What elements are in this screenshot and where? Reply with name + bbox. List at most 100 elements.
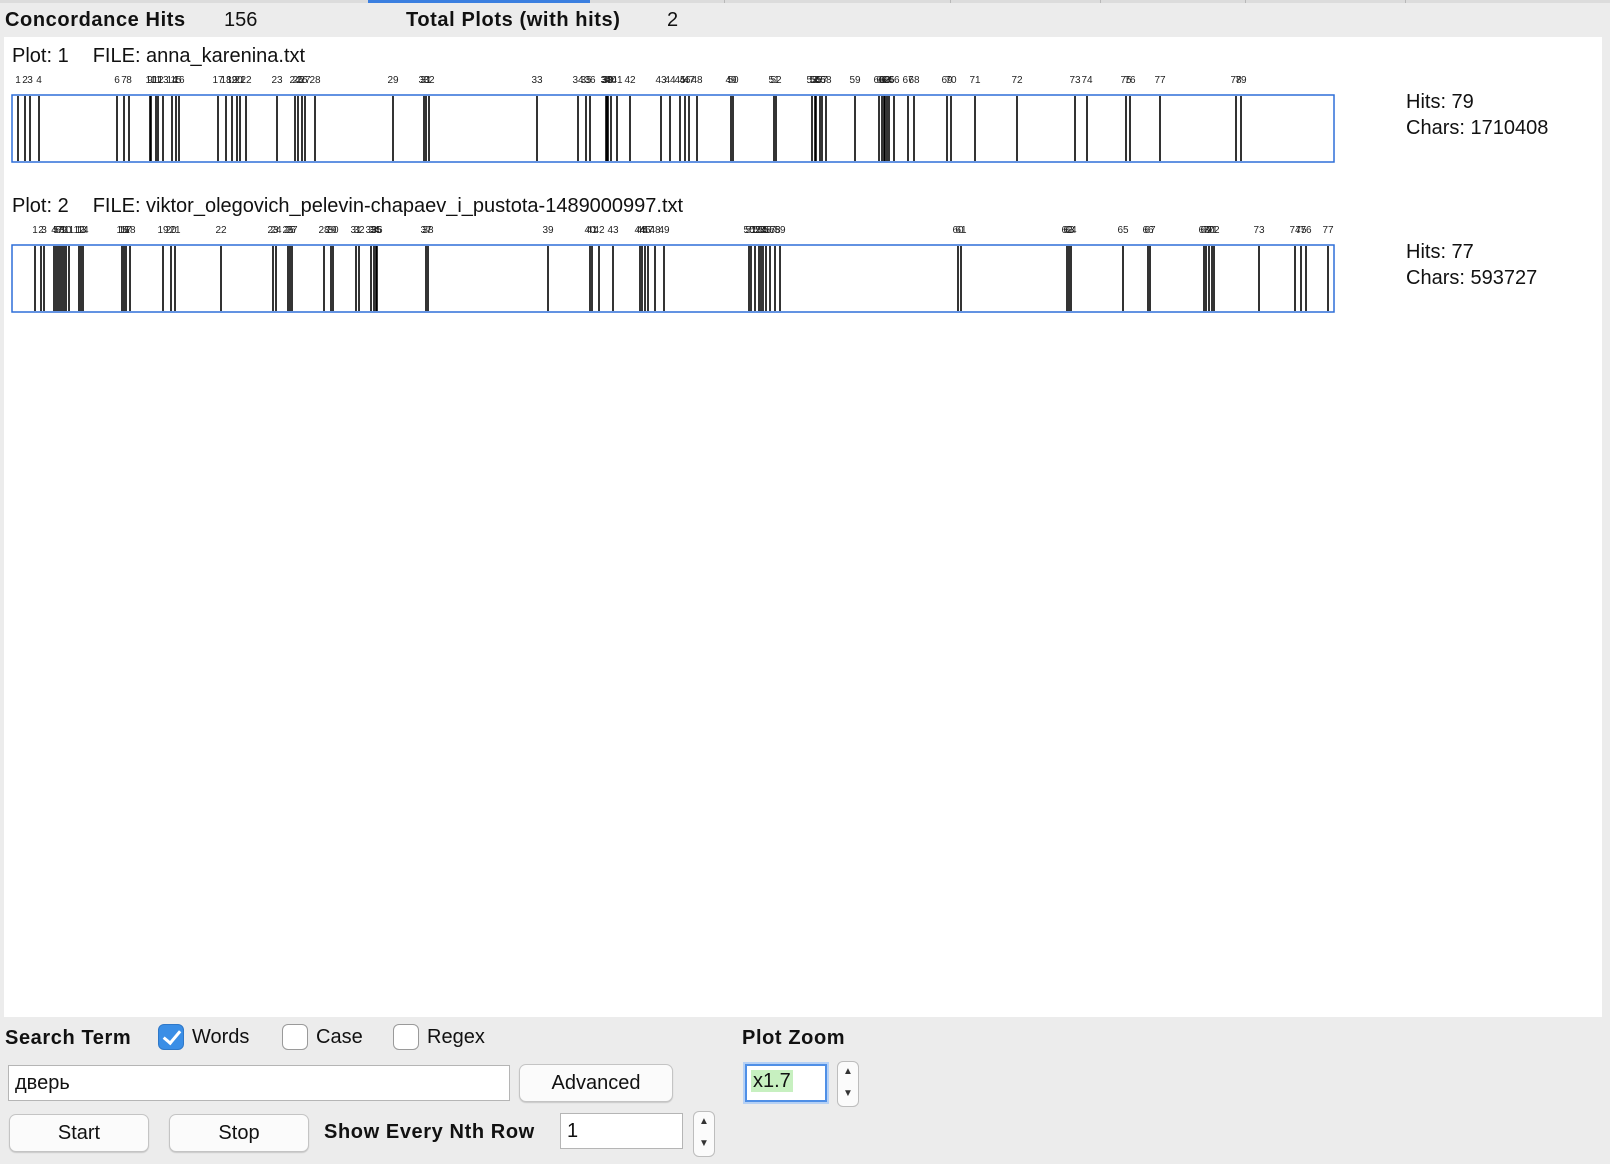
- hit-index-label: 45: [674, 75, 686, 86]
- hit-index-label: 6: [55, 225, 61, 236]
- hit-index-label: 76: [1300, 225, 1312, 236]
- hit-index-label: 62: [1061, 225, 1073, 236]
- hit-index-label: 20: [165, 225, 177, 236]
- hit-index-label: 17: [212, 75, 224, 86]
- hit-index-label: 68: [908, 75, 920, 86]
- hit-index-label: 15: [170, 75, 182, 86]
- nth-row-stepper[interactable]: ▲ ▼: [693, 1111, 715, 1157]
- hit-index-label: 55: [757, 225, 769, 236]
- plot-2-chars: Chars: 593727: [1406, 267, 1538, 289]
- hit-index-label: 73: [1069, 75, 1081, 86]
- plot-2-hits: Hits: 77: [1406, 241, 1474, 263]
- hit-index-label: 73: [1253, 225, 1265, 236]
- hit-index-label: 32: [423, 75, 435, 86]
- hit-index-label: 63: [1063, 225, 1075, 236]
- hit-index-label: 52: [749, 225, 761, 236]
- hit-index-label: 13: [157, 75, 169, 86]
- plot-1-chars: Chars: 1710408: [1406, 117, 1549, 139]
- tab-divider: [950, 0, 951, 3]
- hit-index-label: 27: [299, 75, 311, 86]
- hit-index-label: 78: [1230, 75, 1242, 86]
- hit-index-label: 37: [600, 75, 612, 86]
- hit-index-label: 57: [764, 225, 776, 236]
- search-input[interactable]: дверь: [8, 1065, 510, 1101]
- words-checkbox[interactable]: Words: [158, 1024, 249, 1050]
- hit-index-label: 40: [605, 75, 617, 86]
- start-button[interactable]: Start: [9, 1114, 149, 1152]
- hit-index-label: 40: [584, 225, 596, 236]
- hit-index-label: 27: [286, 225, 298, 236]
- case-check-icon[interactable]: [282, 1024, 308, 1050]
- hit-index-label: 12: [152, 75, 164, 86]
- plot-2-file: FILE: viktor_olegovich_pelevin-chapaev_i…: [92, 195, 684, 217]
- hit-index-label: 2: [22, 75, 28, 86]
- nth-row-label: Show Every Nth Row: [324, 1121, 535, 1143]
- tab-divider: [1245, 0, 1246, 3]
- stop-button[interactable]: Stop: [169, 1114, 309, 1152]
- hit-index-label: 23: [267, 225, 279, 236]
- hit-index-label: 60: [952, 225, 964, 236]
- hit-index-label: 2: [38, 225, 44, 236]
- hit-index-label: 53: [806, 75, 818, 86]
- regex-check-icon[interactable]: [393, 1024, 419, 1050]
- tab-divider: [724, 0, 725, 3]
- hit-index-label: 61: [876, 75, 888, 86]
- hit-index-label: 50: [727, 75, 739, 86]
- hit-index-label: 13: [75, 225, 87, 236]
- hit-index-label: 29: [387, 75, 399, 86]
- concordance-hits-value: 156: [224, 9, 258, 31]
- active-tab-indicator[interactable]: [368, 0, 590, 3]
- hit-index-label: 8: [126, 75, 132, 86]
- chevron-up-icon[interactable]: ▲: [699, 1116, 709, 1127]
- hit-index-label: 6: [114, 75, 120, 86]
- hit-index-label: 54: [755, 225, 767, 236]
- hit-index-label: 19: [226, 75, 238, 86]
- hit-index-label: 46: [679, 75, 691, 86]
- hit-index-label: 25: [282, 225, 294, 236]
- hit-index-label: 58: [820, 75, 832, 86]
- plot-zoom-field[interactable]: x1.7: [745, 1064, 827, 1102]
- nth-row-input[interactable]: 1: [560, 1113, 683, 1149]
- regex-label: Regex: [427, 1025, 485, 1048]
- plot-zoom-value: x1.7: [751, 1070, 793, 1092]
- hit-index-label: 21: [234, 75, 246, 86]
- case-checkbox[interactable]: Case: [282, 1024, 363, 1050]
- hit-index-label: 47: [683, 75, 695, 86]
- hit-index-label: 21: [169, 225, 181, 236]
- chevron-up-icon[interactable]: ▲: [843, 1066, 853, 1077]
- words-check-icon[interactable]: [158, 1024, 184, 1050]
- advanced-button[interactable]: Advanced: [519, 1064, 673, 1102]
- hit-index-label: 65: [1117, 225, 1129, 236]
- hit-index-label: 66: [888, 75, 900, 86]
- hit-index-label: 64: [881, 75, 893, 86]
- hit-index-label: 61: [955, 225, 967, 236]
- hit-index-label: 70: [1203, 225, 1215, 236]
- chevron-down-icon[interactable]: ▼: [843, 1088, 853, 1099]
- hit-index-label: 36: [584, 75, 596, 86]
- hit-index-label: 24: [289, 75, 301, 86]
- hit-index-label: 71: [969, 75, 981, 86]
- control-panel: Search Term Words Case Regex Plot Zoom д…: [0, 1017, 1610, 1164]
- hit-index-label: 29: [325, 225, 337, 236]
- regex-checkbox[interactable]: Regex: [393, 1024, 485, 1050]
- hit-index-label: 57: [816, 75, 828, 86]
- chevron-down-icon[interactable]: ▼: [699, 1138, 709, 1149]
- hit-index-label: 30: [418, 75, 430, 86]
- hit-index-label: 67: [902, 75, 914, 86]
- plot-zoom-stepper[interactable]: ▲ ▼: [837, 1061, 859, 1107]
- hit-index-label: 79: [1235, 75, 1247, 86]
- hit-index-label: 46: [639, 225, 651, 236]
- hit-index-label: 16: [118, 225, 130, 236]
- hit-index-label: 71: [1206, 225, 1218, 236]
- hit-index-label: 56: [760, 225, 772, 236]
- case-label: Case: [316, 1025, 363, 1048]
- hit-index-label: 75: [1120, 75, 1132, 86]
- hit-index-label: 33: [365, 225, 377, 236]
- hit-index-label: 49: [658, 225, 670, 236]
- hit-index-label: 15: [116, 225, 128, 236]
